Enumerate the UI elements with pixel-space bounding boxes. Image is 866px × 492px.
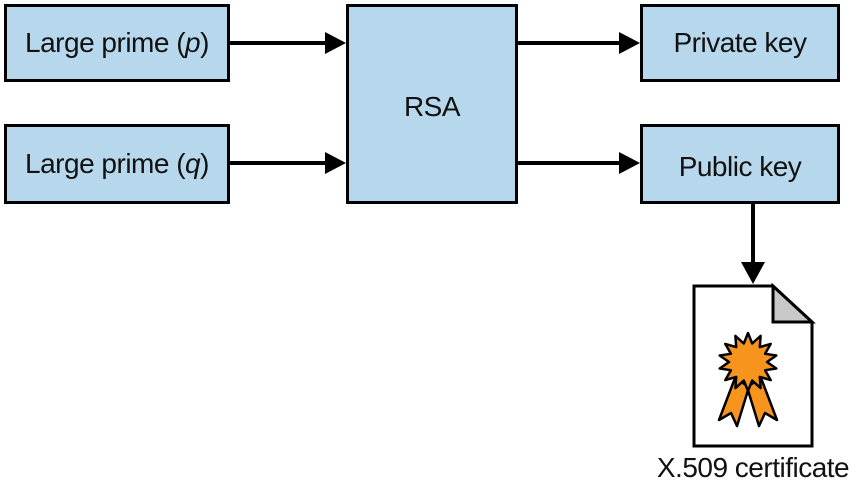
large-prime-q-label: Large prime (q) (25, 148, 209, 180)
large-prime-q-prefix: Large prime ( (25, 148, 186, 179)
arrow-rsa-to-private-key (518, 32, 640, 54)
large-prime-q-variable: q (185, 148, 201, 179)
private-key-label: Private key (673, 27, 808, 58)
large-prime-q-box: Large prime (q) (4, 124, 230, 204)
public-key-label: Public key (678, 151, 802, 182)
arrow-p-to-rsa (230, 32, 346, 54)
award-seal-icon (717, 331, 779, 428)
large-prime-p-prefix: Large prime ( (25, 27, 186, 58)
arrow-public-key-to-certificate (741, 204, 765, 284)
public-key-box: Public key (640, 124, 840, 204)
rsa-label: RSA (403, 91, 461, 122)
large-prime-p-variable: p (185, 27, 201, 58)
private-key-box: Private key (640, 4, 840, 82)
large-prime-q-suffix: ) (200, 148, 209, 179)
rsa-box: RSA (346, 4, 518, 204)
arrow-q-to-rsa (230, 152, 346, 174)
large-prime-p-box: Large prime (p) (4, 4, 230, 82)
large-prime-p-label: Large prime (p) (25, 27, 209, 59)
large-prime-p-suffix: ) (200, 27, 209, 58)
certificate-label: X.509 certificate (656, 452, 850, 483)
arrow-rsa-to-public-key (518, 152, 640, 174)
